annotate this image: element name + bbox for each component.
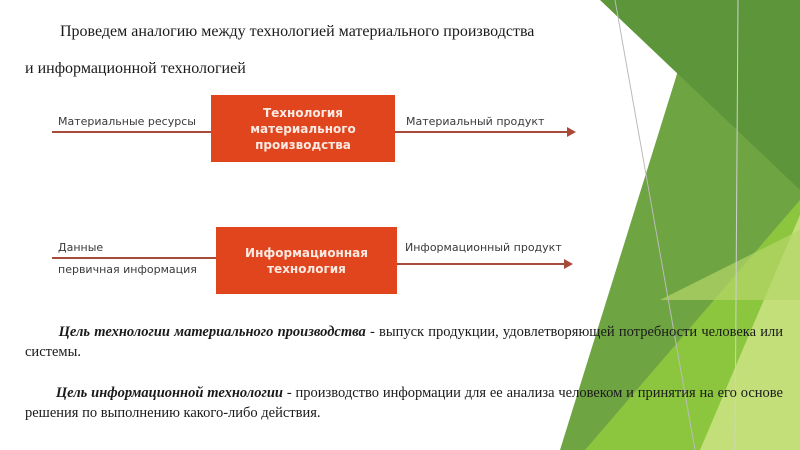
- material-goal-text: - выпуск продукции, удовлетворяющей потр…: [25, 324, 783, 360]
- green-shape-pale: [660, 230, 800, 300]
- decor-line-2: [734, 0, 739, 450]
- info-box-line-2: технология: [267, 261, 346, 276]
- material-product-label: Материальный продукт: [406, 115, 545, 128]
- information-goal-text: - производство информации для ее анализа…: [25, 385, 783, 421]
- material-resources-label: Материальные ресурсы: [58, 115, 196, 128]
- info-box-line-1: Информационная: [245, 245, 368, 260]
- material-technology-box: Технология материального производства: [211, 95, 395, 162]
- information-technology-box: Информационная технология: [216, 227, 397, 294]
- heading-line-1: Проведем аналогию между технологией мате…: [60, 23, 535, 40]
- information-product-label: Информационный продукт: [405, 241, 562, 254]
- material-goal-paragraph: Цель технологии материального производст…: [25, 322, 783, 362]
- material-output-arrow: [395, 127, 576, 137]
- decor-line-1: [614, 0, 696, 450]
- heading-line-2: и информационной технологией: [25, 60, 246, 77]
- information-output-arrow: [397, 259, 573, 269]
- primary-information-label: первичная информация: [58, 263, 197, 276]
- data-label: Данные: [58, 241, 104, 254]
- material-box-line-2: материального: [250, 121, 356, 136]
- material-input-arrow: [52, 131, 211, 133]
- green-shape-top: [600, 0, 800, 190]
- material-box-line-1: Технология: [262, 105, 343, 120]
- material-box-line-3: производства: [255, 137, 351, 152]
- information-goal-paragraph: Цель информационной технологии - произво…: [25, 383, 783, 423]
- information-input-arrow: [52, 257, 216, 259]
- material-goal-emphasis: Цель технологии материального производст…: [58, 324, 366, 340]
- information-goal-emphasis: Цель информационной технологии: [55, 385, 283, 401]
